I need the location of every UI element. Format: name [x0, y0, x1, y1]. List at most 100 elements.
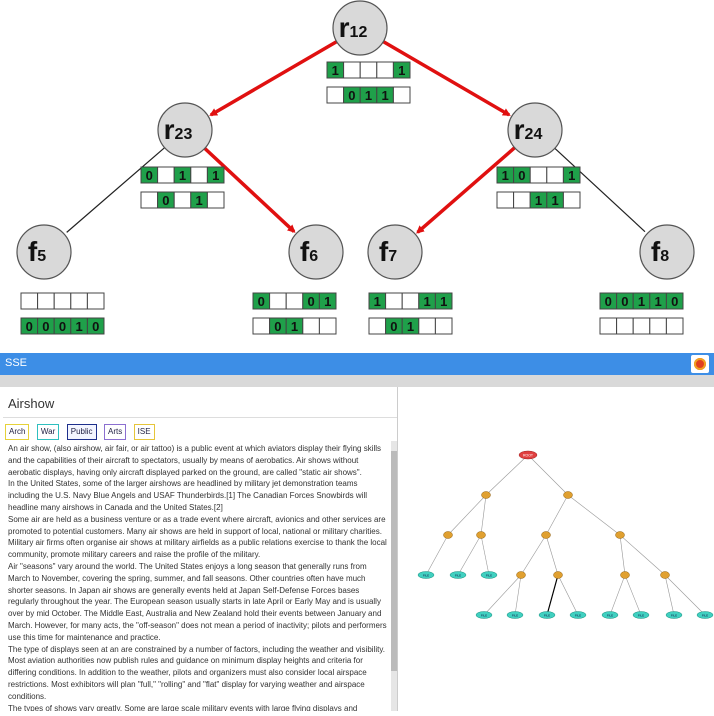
tag-public[interactable]: Public	[66, 424, 97, 440]
window-title: SSE	[5, 357, 28, 369]
tree-leaf-node[interactable]: FILE	[538, 611, 556, 619]
bit-cell	[302, 317, 320, 335]
bit-cell	[434, 292, 453, 310]
article-scrollbar[interactable]	[391, 441, 397, 711]
bit-cell	[206, 191, 225, 209]
tree-internal-node[interactable]	[481, 491, 491, 499]
tree-leaf-label: FILE	[423, 573, 429, 577]
tree-graph: ROOT FILE FILE FILE FILE FILE FILE FILE FILE FILE…	[417, 450, 714, 619]
bit-cell	[376, 61, 394, 79]
tree-internal-node[interactable]	[620, 571, 630, 579]
bit-value: 0	[59, 319, 66, 334]
bit-cell	[434, 317, 453, 335]
tree-leaf-label: FILE	[544, 613, 550, 617]
article-paragraph: Some air are held as a business venture …	[8, 514, 387, 560]
tree-graph-panel: ROOT FILE FILE FILE FILE FILE FILE FILE FILE FILE…	[398, 387, 714, 711]
tree-leaf-node[interactable]: FILE	[569, 611, 587, 619]
bit-cell	[418, 317, 436, 335]
app-logo-icon[interactable]	[691, 355, 709, 373]
scrollbar-thumb[interactable]	[391, 451, 397, 671]
bit-cell	[20, 292, 39, 310]
tree-leaf-node[interactable]: FILE	[506, 611, 524, 619]
bit-cell	[318, 317, 337, 335]
tree-leaf-node[interactable]: FILE	[601, 611, 619, 619]
tree-internal-node[interactable]	[660, 571, 670, 579]
bit-value: 0	[621, 294, 628, 309]
bit-value: 0	[26, 319, 33, 334]
tree-internal-node[interactable]	[563, 491, 573, 499]
bit-value: 0	[518, 168, 525, 183]
tree-leaf-node[interactable]: FILE	[480, 571, 498, 579]
bit-value: 1	[654, 294, 661, 309]
bit-cell	[368, 317, 387, 335]
bit-cell	[37, 292, 55, 310]
bit-value: 1	[440, 294, 447, 309]
bit-value: 0	[162, 193, 169, 208]
bit-cell	[140, 191, 159, 209]
bit-cell	[343, 61, 361, 79]
article-paragraph: The type of displays seen at an are cons…	[8, 644, 385, 701]
bit-value: 1	[407, 319, 414, 334]
bit-value: 0	[274, 319, 281, 334]
bit-cell	[318, 292, 337, 310]
tag-war[interactable]: War	[36, 424, 60, 440]
bitvector-f5-row1	[20, 292, 105, 310]
tree-internal-node[interactable]	[541, 531, 551, 539]
edge-r24-f8	[554, 147, 646, 233]
tag-arts[interactable]: Arts	[103, 424, 127, 440]
tree-leaf-node[interactable]: FILE	[665, 611, 683, 619]
tree-leaf-node[interactable]: FILE	[475, 611, 493, 619]
edge-r23-f5	[66, 147, 165, 233]
tree-root-node[interactable]: ROOT	[518, 450, 538, 460]
tag-ise[interactable]: ISE	[133, 424, 155, 440]
article-paragraph: Air "seasons" vary around the world. The…	[8, 561, 387, 642]
tree-leaf-node[interactable]: FILE	[449, 571, 467, 579]
tree-edge	[457, 534, 482, 576]
bit-cell	[157, 166, 175, 184]
node-label: r24	[514, 114, 543, 145]
tree-internal-node[interactable]	[615, 531, 625, 539]
toolbar-strip	[0, 375, 714, 387]
tag-arch[interactable]: Arch	[5, 424, 30, 440]
bit-value: 1	[423, 294, 430, 309]
tree-leaf-label: FILE	[575, 613, 581, 617]
bit-value: 1	[398, 63, 405, 78]
bit-value: 1	[551, 193, 558, 208]
edge-r12-r24	[382, 40, 511, 117]
tree-edge	[425, 534, 449, 576]
bit-cell	[513, 191, 531, 209]
tree-leaf-node[interactable]: FILE	[696, 611, 714, 619]
tree-edge	[527, 454, 569, 496]
document-title: Airshow	[8, 396, 55, 411]
bit-value: 0	[258, 294, 265, 309]
bit-value: 1	[324, 294, 331, 309]
bit-value: 1	[381, 88, 388, 103]
bit-value: 0	[671, 294, 678, 309]
tree-internal-node[interactable]	[553, 571, 563, 579]
tree-internal-node[interactable]	[516, 571, 526, 579]
bit-value: 0	[307, 294, 314, 309]
bit-cell	[86, 292, 105, 310]
bit-value: 1	[374, 294, 381, 309]
article-paragraph: In the United States, some of the larger…	[8, 479, 368, 512]
tree-internal-node[interactable]	[443, 531, 453, 539]
tree-internal-node[interactable]	[476, 531, 486, 539]
window-title-bar: SSE	[0, 353, 714, 375]
tree-leaf-node[interactable]: FILE	[417, 571, 435, 579]
node-r23: r23	[157, 102, 213, 158]
tree-edge	[545, 534, 559, 576]
bit-value: 1	[568, 168, 575, 183]
tree-edge	[567, 494, 621, 536]
tree-leaf-label: FILE	[607, 613, 613, 617]
title-divider	[3, 417, 397, 418]
tree-leaf-node[interactable]: FILE	[632, 611, 650, 619]
bit-cell	[326, 86, 345, 104]
node-f8: f8	[639, 224, 695, 280]
tree-leaf-label: FILE	[702, 613, 708, 617]
